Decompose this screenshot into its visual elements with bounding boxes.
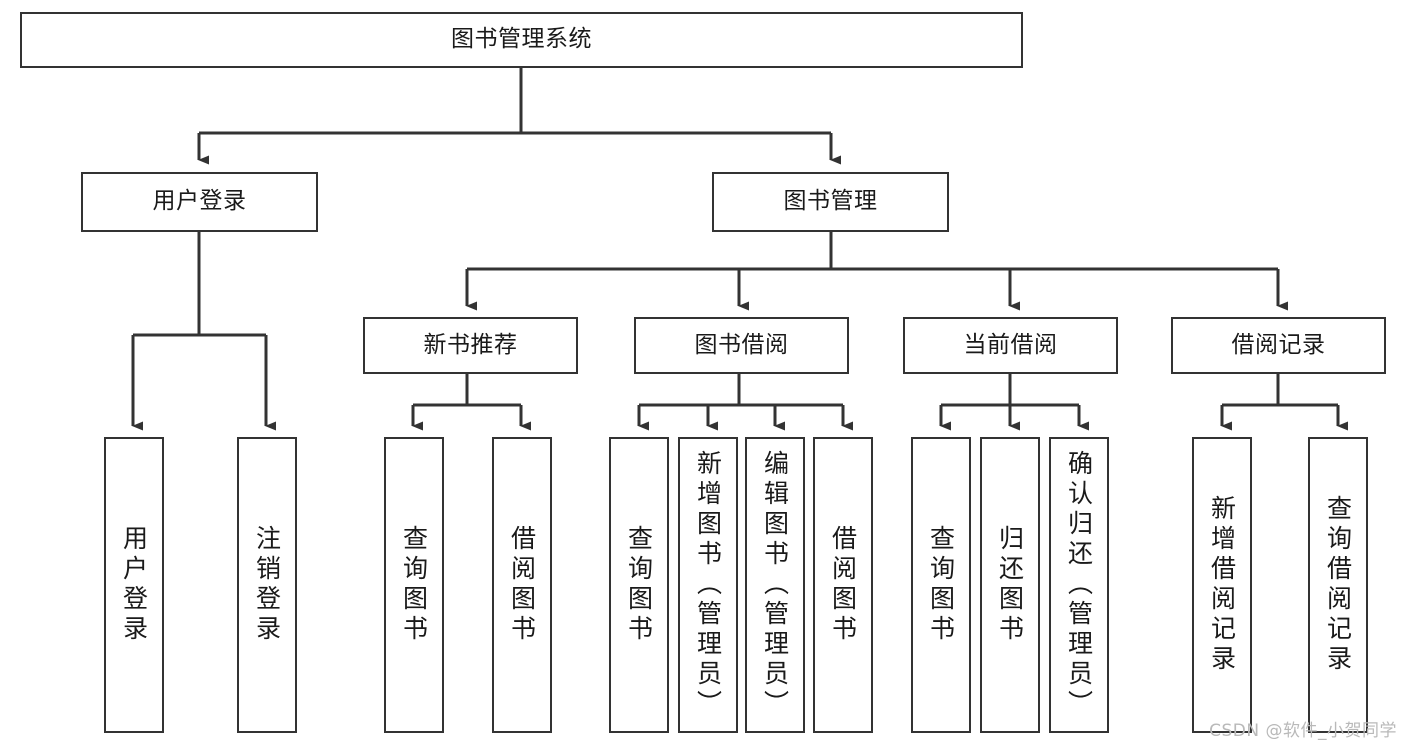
watermark-text: CSDN @软件_小贺同学 [1209, 721, 1397, 741]
leaf-edit-book-admin[interactable]: 编辑图书（管理员） [745, 437, 805, 733]
node-borrow-record[interactable]: 借阅记录 [1171, 317, 1386, 374]
connector-group-borrow-record [1220, 374, 1348, 431]
node-new-book-recommend[interactable]: 新书推荐 [363, 317, 578, 374]
node-book-borrow[interactable]: 图书借阅 [634, 317, 849, 374]
leaf-query-borrow-record[interactable]: 查询借阅记录 [1308, 437, 1368, 733]
leaf-return-book[interactable]: 归还图书 [980, 437, 1040, 733]
leaf-borrow-book[interactable]: 借阅图书 [813, 437, 873, 733]
node-label: 图书管理 [783, 188, 878, 215]
leaf-query-book-new[interactable]: 查询图书 [384, 437, 444, 733]
node-label: 编辑图书（管理员） [760, 450, 790, 720]
leaf-query-book-current[interactable]: 查询图书 [911, 437, 971, 733]
node-book-management[interactable]: 图书管理 [712, 172, 949, 232]
node-label: 用户登录 [152, 188, 247, 215]
node-user-login[interactable]: 用户登录 [81, 172, 318, 232]
node-label: 新书推荐 [423, 331, 518, 358]
leaf-add-book-admin[interactable]: 新增图书（管理员） [678, 437, 738, 733]
connector-group-book-borrow [637, 374, 853, 431]
leaf-user-login[interactable]: 用户登录 [104, 437, 164, 733]
node-label: 用户登录 [119, 525, 149, 645]
node-label: 查询图书 [926, 525, 956, 645]
node-label: 当前借阅 [963, 331, 1058, 358]
leaf-add-borrow-record[interactable]: 新增借阅记录 [1192, 437, 1252, 733]
node-label: 归还图书 [995, 525, 1025, 645]
node-label: 查询图书 [624, 525, 654, 645]
node-label: 借阅图书 [507, 525, 537, 645]
connector-group-new-book [411, 374, 531, 431]
node-root-system[interactable]: 图书管理系统 [20, 12, 1023, 68]
node-label: 查询借阅记录 [1323, 495, 1353, 675]
node-label: 图书管理系统 [451, 26, 592, 53]
node-label: 借阅记录 [1231, 331, 1326, 358]
node-current-borrow[interactable]: 当前借阅 [903, 317, 1118, 374]
node-label: 查询图书 [399, 525, 429, 645]
node-label: 确认归还（管理员） [1064, 450, 1094, 720]
leaf-borrow-book-new[interactable]: 借阅图书 [492, 437, 552, 733]
connector-group-book-mgmt [465, 232, 1288, 311]
node-label: 图书借阅 [694, 331, 789, 358]
node-label: 新增借阅记录 [1207, 495, 1237, 675]
leaf-confirm-return-admin[interactable]: 确认归还（管理员） [1049, 437, 1109, 733]
node-label: 借阅图书 [828, 525, 858, 645]
node-label: 新增图书（管理员） [693, 450, 723, 720]
leaf-query-book-borrow[interactable]: 查询图书 [609, 437, 669, 733]
connector-group-root [197, 68, 841, 165]
connector-group-current-borrow [939, 374, 1089, 431]
connector-group-user-login [131, 232, 276, 431]
leaf-logout[interactable]: 注销登录 [237, 437, 297, 733]
node-label: 注销登录 [252, 525, 282, 645]
